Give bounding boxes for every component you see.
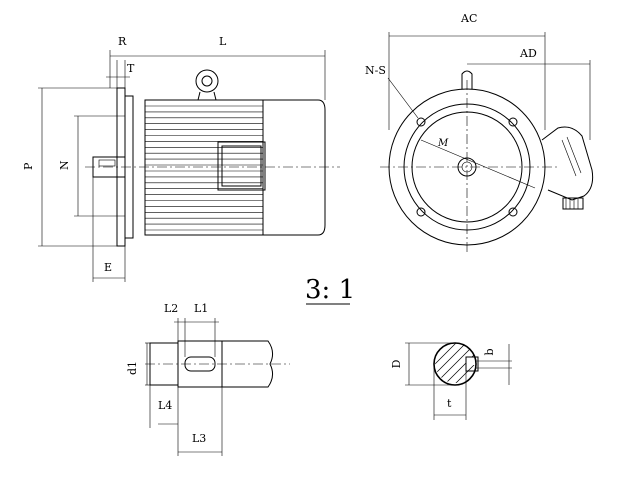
label-AD: AD	[519, 47, 537, 60]
end-cap	[262, 99, 326, 236]
cable-gland-icon	[562, 197, 584, 210]
terminal-box-edge	[561, 139, 577, 177]
side-view: R L T P N E	[22, 35, 340, 282]
label-E: E	[104, 261, 112, 274]
section-keyway	[465, 356, 479, 372]
shaft-break	[222, 340, 274, 388]
lifting-lug	[461, 70, 473, 89]
section-hatch-line	[435, 342, 467, 383]
label-L3: L3	[192, 432, 206, 445]
label-L4: L4	[158, 399, 172, 412]
label-AC: AC	[460, 12, 477, 25]
terminal-box	[217, 141, 266, 191]
label-R: R	[118, 35, 127, 48]
lifting-eye-neck	[197, 91, 217, 101]
section-hatch-line	[435, 342, 457, 383]
bolt-hole-icon	[416, 207, 426, 217]
front-view: AC AD N-S M	[365, 12, 594, 255]
bolt-hole-icon	[416, 117, 426, 127]
label-t: t	[447, 397, 452, 410]
label-b: b	[483, 348, 496, 355]
label-M: M	[437, 138, 449, 149]
shaft-section-view: D b t	[390, 342, 512, 420]
label-N-S: N-S	[365, 64, 386, 77]
leader-N-S	[387, 77, 419, 119]
terminal-box-side	[541, 126, 594, 201]
scale-label: 3: 1	[305, 275, 355, 305]
cooling-fins	[145, 105, 263, 231]
terminal-box-edge-2	[566, 136, 582, 174]
section-hatching	[435, 342, 475, 383]
shaft-detail-view: L2 L1 d1 L4 L3	[126, 302, 290, 456]
label-N: N	[58, 160, 71, 170]
bolt-hole-icon	[508, 207, 518, 217]
motor-body	[144, 99, 264, 236]
lifting-eye-icon	[195, 69, 219, 93]
label-L1: L1	[194, 302, 208, 315]
scale-annotation: 3: 1	[305, 275, 355, 305]
section-hatch-line	[453, 342, 475, 383]
label-d1: d1	[126, 361, 139, 375]
bolt-hole-icon	[508, 117, 518, 127]
dim-line-M	[420, 139, 536, 189]
terminal-box-cover	[221, 145, 262, 187]
section-hatch-line	[443, 342, 475, 383]
shaft-key	[98, 159, 116, 167]
cable-gland-ribs	[565, 198, 579, 209]
label-L: L	[219, 35, 227, 48]
label-T: T	[127, 62, 135, 75]
label-L2: L2	[164, 302, 178, 315]
label-D: D	[390, 359, 403, 368]
label-P: P	[22, 162, 35, 170]
lifting-eye-hole	[201, 75, 213, 87]
